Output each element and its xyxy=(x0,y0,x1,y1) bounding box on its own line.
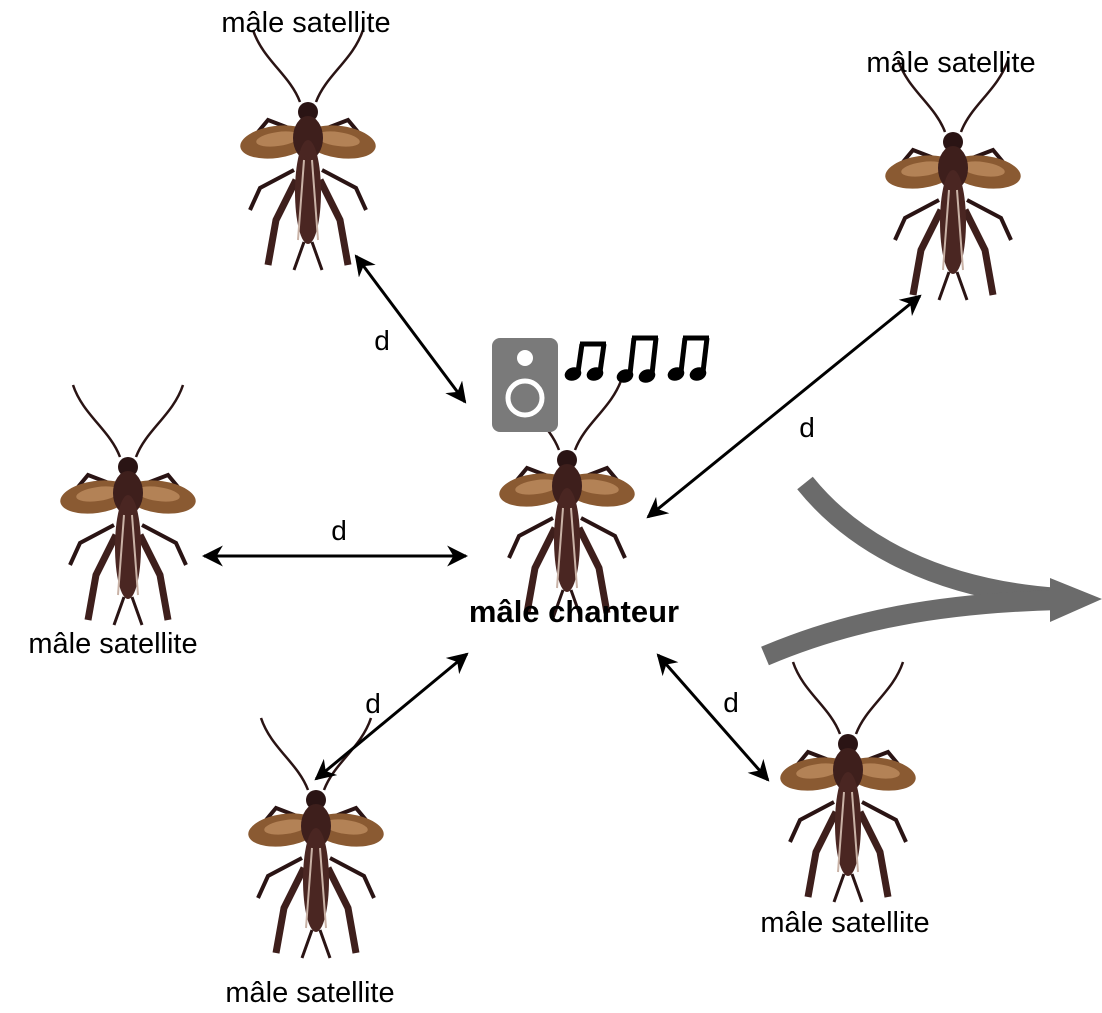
arrow-top-left xyxy=(356,256,465,402)
satellite-label-top-left: mâle satellite xyxy=(221,7,390,39)
speaker-icon xyxy=(492,338,558,432)
distance-label-top-right: d xyxy=(799,412,815,443)
distance-label-bottom-left: d xyxy=(365,688,381,719)
distance-label-left: d xyxy=(331,515,347,546)
arrow-top-right xyxy=(648,296,920,517)
singer-label: mâle chanteur xyxy=(469,594,679,629)
satellite-label-bottom-right: mâle satellite xyxy=(760,907,929,939)
cricket-icon-bottom-right xyxy=(778,662,918,902)
arrow-bottom-left xyxy=(316,654,467,779)
arrow-bottom-right xyxy=(658,655,768,780)
satellite-label-bottom-left: mâle satellite xyxy=(225,977,394,1009)
cricket-icon-top-right xyxy=(883,60,1023,300)
music-notes-icon xyxy=(563,338,709,384)
cricket-icon-bottom-left xyxy=(246,718,386,958)
cricket-icon-left xyxy=(58,385,198,625)
curved-arrow xyxy=(765,483,1102,656)
cricket-icon-top-left xyxy=(238,30,378,270)
distance-label-top-left: d xyxy=(374,325,390,356)
distance-label-bottom-right: d xyxy=(723,687,739,718)
satellite-label-left: mâle satellite xyxy=(28,628,197,660)
satellite-label-top-right: mâle satellite xyxy=(866,47,1035,79)
